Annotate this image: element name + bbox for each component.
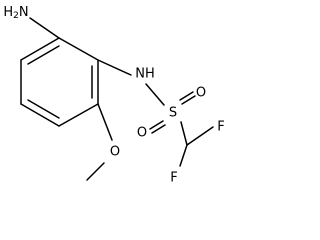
amine-label: H2N (3, 5, 28, 22)
s-o-bottom-bond-2 (151, 124, 166, 134)
methoxy-oxygen-label: O (110, 145, 120, 160)
oxygen-bottom-label: O (137, 126, 147, 141)
n-s-bond (145, 83, 165, 106)
ring-double-bond-c (27, 45, 60, 65)
s-o-top-bond-2 (181, 95, 196, 105)
structure-diagram: H2N NH S O O O F F (3, 5, 224, 186)
methoxy-bond-2 (86, 162, 105, 181)
c-f-right-bond (186, 126, 214, 146)
amine-bond (29, 17, 60, 39)
ring-bond-3 (58, 103, 99, 127)
nh-bond (97, 59, 132, 76)
ring-bond-6 (20, 37, 60, 61)
fluorine-right-label: F (217, 120, 224, 135)
sulfur-label: S (169, 106, 177, 121)
benzene-ring (20, 37, 99, 127)
ring-bond-1 (58, 37, 99, 61)
nh-label: NH (135, 67, 155, 82)
s-o-top-bond-1 (179, 91, 194, 101)
fluorine-bottom-label: F (170, 171, 177, 186)
s-c-bond (180, 121, 188, 146)
c-f-bottom-bond (179, 144, 188, 167)
methoxy-bond-1 (97, 103, 113, 141)
s-o-bottom-bond-1 (149, 120, 164, 130)
ring-bond-4 (20, 103, 60, 127)
ring-double-bond-b (27, 99, 60, 119)
oxygen-top-label: O (196, 86, 206, 101)
